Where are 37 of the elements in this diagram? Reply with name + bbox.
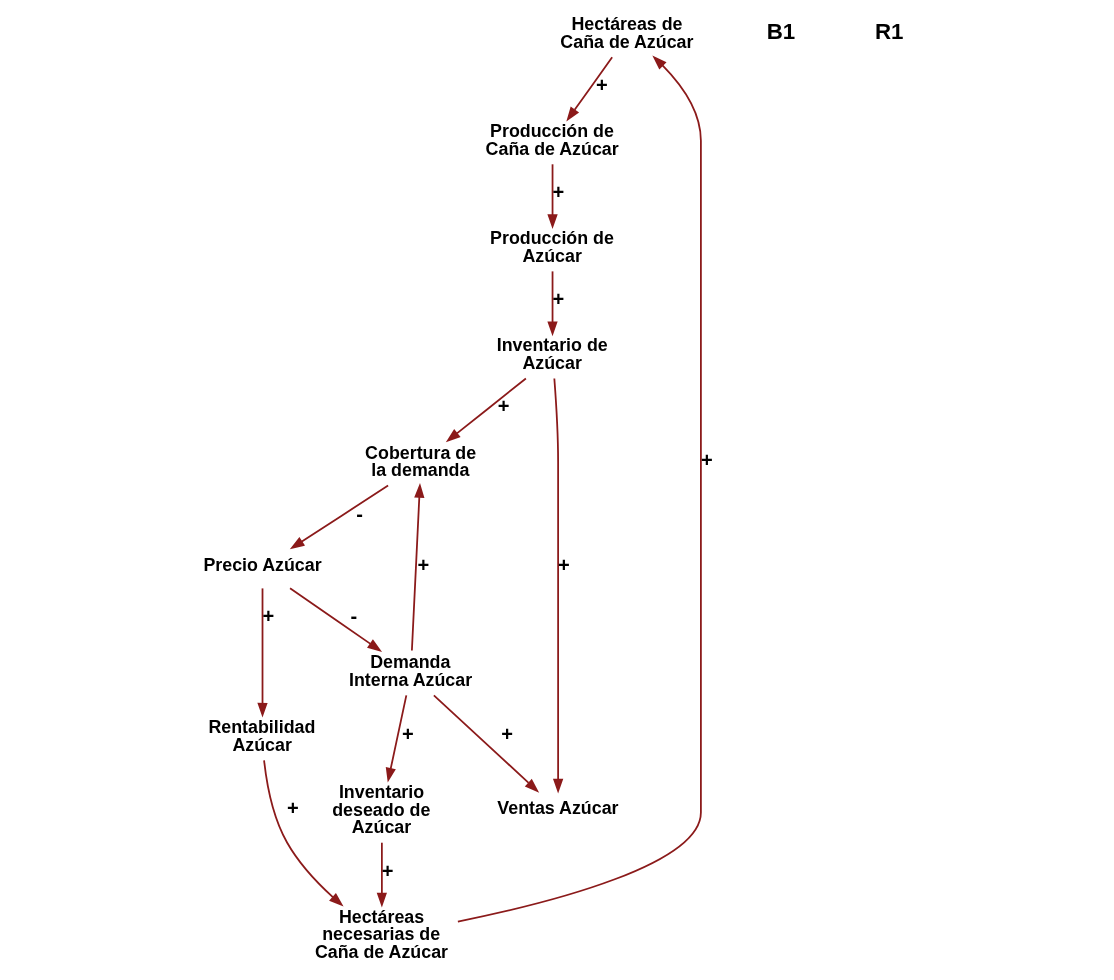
- node-text: Ventas Azúcar: [497, 798, 619, 819]
- node-text: Hectáreas de Caña de Azúcar: [560, 14, 694, 53]
- label: R1: [874, 19, 904, 45]
- arrow: [263, 759, 344, 907]
- arrow: [385, 694, 408, 783]
- arrow: [547, 163, 558, 230]
- node-text: Producción de Azúcar: [490, 228, 614, 267]
- arrow: [289, 484, 389, 550]
- arrow: [411, 483, 425, 652]
- label: B1: [766, 19, 796, 45]
- arrow: [457, 55, 702, 923]
- node-text: Producción de Caña de Azúcar: [485, 121, 619, 160]
- edge-label: +: [552, 181, 565, 204]
- edge-label: +: [501, 723, 513, 746]
- arrow: [566, 56, 614, 122]
- edge-label: +: [497, 395, 510, 418]
- edge-label: -: [350, 605, 358, 628]
- arrow: [552, 377, 564, 794]
- node-text: Precio Azúcar: [203, 555, 322, 576]
- node-text: Inventario deseado de Azúcar: [332, 781, 431, 838]
- arrow: [257, 587, 268, 718]
- node-text: Rentabilidad Azúcar: [208, 716, 316, 755]
- edge-label: +: [596, 74, 608, 97]
- node-text: Cobertura de la demanda: [365, 442, 477, 481]
- node-text: Demanda Interna Azúcar: [348, 652, 473, 691]
- arrow: [289, 587, 383, 652]
- arrow: [445, 377, 527, 443]
- edge-label: +: [401, 723, 414, 746]
- edge-label: +: [417, 553, 430, 576]
- edge-label: +: [552, 288, 565, 311]
- arrow: [547, 270, 558, 337]
- edge-label: +: [262, 605, 275, 628]
- node-text: Inventario de Azúcar: [496, 335, 608, 374]
- edge-label: -: [356, 502, 363, 525]
- edge-label: +: [287, 797, 299, 820]
- arrow: [433, 694, 540, 793]
- node-text: Hectáreas necesarias de Caña de Azúcar: [314, 906, 449, 963]
